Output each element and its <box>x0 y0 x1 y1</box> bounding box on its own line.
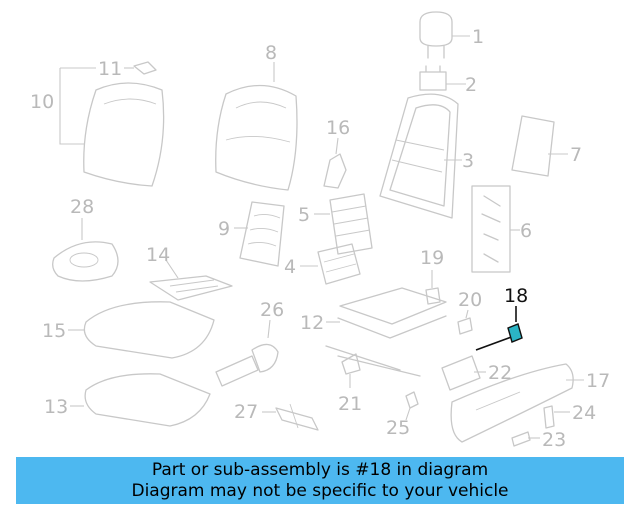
parts-diagram: 1 2 3 4 5 6 7 8 <box>30 11 610 451</box>
part-2-guide <box>419 65 447 91</box>
part-3-seatback-frame <box>379 93 459 219</box>
callout-7: 7 <box>570 144 582 166</box>
callout-24: 24 <box>572 402 596 424</box>
callout-20: 20 <box>458 289 482 311</box>
part-28-pad <box>52 241 119 282</box>
info-banner: Part or sub-assembly is #18 in diagram D… <box>16 457 624 504</box>
callout-3: 3 <box>462 150 474 172</box>
part-24-lever <box>543 405 555 429</box>
part-20-retainer <box>457 317 473 335</box>
part-12-seat-frame <box>325 287 447 377</box>
part-9-heater-pad <box>239 201 285 267</box>
callout-23: 23 <box>542 429 566 451</box>
part-4-lumbar-support <box>317 243 361 285</box>
callout-22: 22 <box>488 362 512 384</box>
callout-4: 4 <box>284 256 296 278</box>
part-18-highlighted <box>475 323 523 351</box>
part-22-switch <box>441 355 481 391</box>
part-26-motor <box>215 343 279 387</box>
callout-26: 26 <box>260 299 284 321</box>
banner-line-1: Part or sub-assembly is #18 in diagram <box>151 460 489 480</box>
callout-28: 28 <box>70 196 94 218</box>
callout-14: 14 <box>146 244 170 266</box>
part-16-bracket <box>323 153 347 189</box>
callout-15: 15 <box>42 320 66 342</box>
part-5-spring-mat <box>329 193 373 255</box>
part-19-clip <box>425 287 441 305</box>
part-10-seatback-trim <box>83 82 165 187</box>
callout-11: 11 <box>98 58 122 80</box>
callout-13: 13 <box>44 396 68 418</box>
part-27-linkage <box>275 403 319 431</box>
callout-18-highlighted: 18 <box>504 285 528 307</box>
part-13-cushion-cover <box>84 373 211 427</box>
callout-8: 8 <box>265 42 277 64</box>
part-21-cover <box>341 353 361 375</box>
callout-21: 21 <box>338 393 362 415</box>
callout-19: 19 <box>420 247 444 269</box>
callout-1: 1 <box>472 26 484 48</box>
callout-17: 17 <box>586 370 610 392</box>
callout-2: 2 <box>465 74 477 96</box>
part-7-back-panel <box>511 115 555 177</box>
callout-9: 9 <box>218 218 230 240</box>
part-11-clip <box>133 61 157 75</box>
callout-12: 12 <box>300 312 324 334</box>
part-6-fastener-kit <box>471 185 511 273</box>
part-14-cushion-heater <box>149 275 233 301</box>
part-8-seatback-cover <box>215 84 298 191</box>
part-1-headrest <box>419 11 453 59</box>
callout-25: 25 <box>386 417 410 439</box>
callout-16: 16 <box>326 117 350 139</box>
part-25-screw <box>405 391 419 409</box>
part-15-cushion-pad <box>83 301 215 359</box>
callout-27: 27 <box>234 401 258 423</box>
part-23-knob <box>511 431 531 447</box>
part-17-side-shield <box>450 363 574 443</box>
callout-10: 10 <box>30 91 54 113</box>
banner-line-2: Diagram may not be specific to your vehi… <box>131 481 509 501</box>
callout-5: 5 <box>298 204 310 226</box>
callout-6: 6 <box>520 220 532 242</box>
